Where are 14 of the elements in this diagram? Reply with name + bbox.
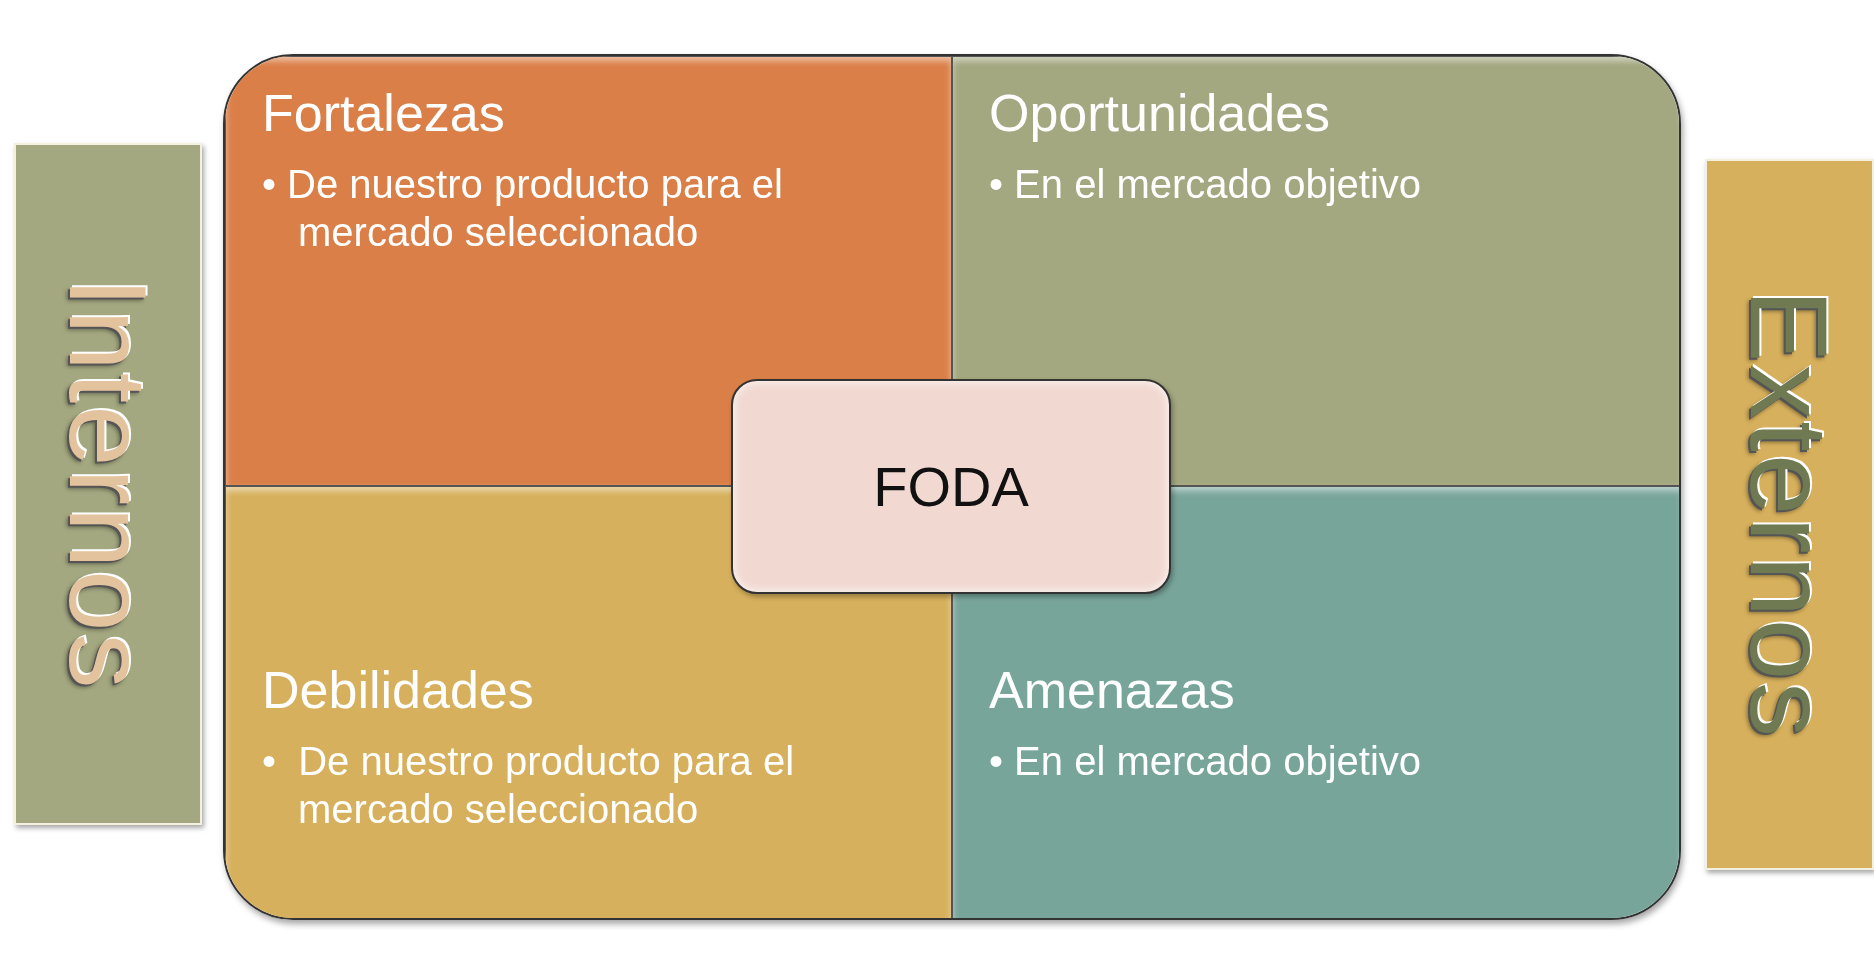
center-box [731, 379, 1171, 594]
bullet-text: • En el mercado objetivo [989, 161, 1422, 209]
quadrant-title: Debilidades [262, 662, 534, 720]
side-band [1705, 159, 1874, 870]
center-label: FODA [873, 454, 1029, 519]
bullet-text: • De nuestro producto para el mercado seleccionado [262, 738, 796, 834]
band-label: Externos [1727, 289, 1852, 740]
bullet-text: • De nuestro producto para el mercado seleccionado [262, 161, 784, 257]
quadrant-title: Fortalezas [262, 85, 505, 143]
bullet-text: • En el mercado objetivo [989, 738, 1422, 786]
quadrant-title: Oportunidades [989, 85, 1331, 143]
quadrant-title: Amenazas [989, 662, 1235, 720]
band-label: Internos [45, 277, 171, 691]
side-band [14, 143, 202, 825]
